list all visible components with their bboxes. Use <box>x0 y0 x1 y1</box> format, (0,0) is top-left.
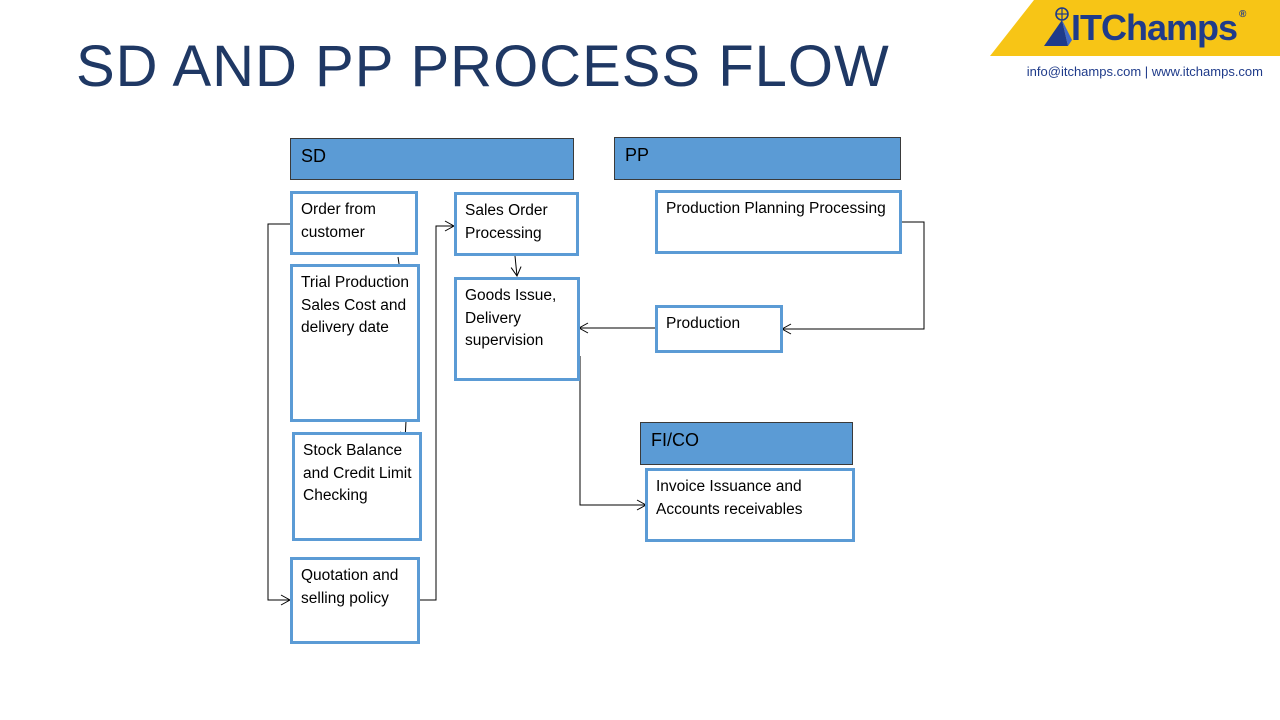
step-production: Production <box>655 305 783 353</box>
connector-quotation-to-sales-order <box>418 220 456 601</box>
step-order-from-customer: Order from customer <box>290 191 418 255</box>
step-invoice: Invoice Issuance and Accounts receivable… <box>645 468 855 542</box>
step-goods-issue: Goods Issue, Delivery supervision <box>454 277 580 381</box>
step-stock-balance: Stock Balance and Credit Limit Checking <box>292 432 422 541</box>
pp-header: PP <box>614 137 901 180</box>
pyramid-globe-icon <box>1044 7 1072 46</box>
step-sales-order-processing: Sales Order Processing <box>454 192 579 256</box>
logo-wordmark: ITChamps® <box>1071 7 1246 48</box>
connector-planning-to-production <box>780 221 925 335</box>
slide-title: SD AND PP PROCESS FLOW <box>76 34 890 99</box>
contact-info: info@itchamps.com | www.itchamps.com <box>1026 64 1263 79</box>
connector-goods-issue-to-invoice <box>579 356 648 511</box>
step-production-planning: Production Planning Processing <box>655 190 902 254</box>
connector-sales-order-to-goods-issue <box>510 255 522 278</box>
fico-header: FI/CO <box>640 422 853 465</box>
sd-header: SD <box>290 138 574 180</box>
step-quotation: Quotation and selling policy <box>290 557 420 644</box>
step-trial-production: Trial Production Sales Cost and delivery… <box>290 264 420 422</box>
connector-order-to-quotation <box>267 223 292 606</box>
